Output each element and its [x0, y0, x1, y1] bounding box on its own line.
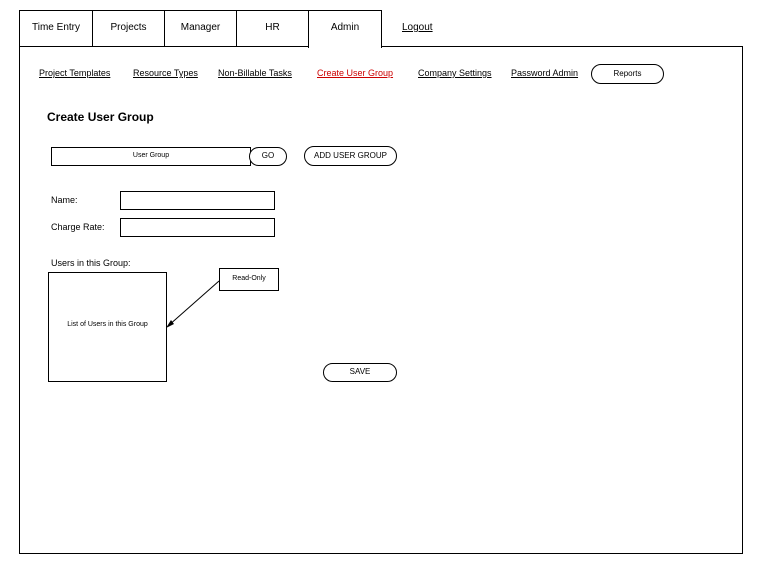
save-button[interactable]: SAVE	[323, 363, 397, 382]
subnav-non-billable-tasks[interactable]: Non-Billable Tasks	[218, 68, 292, 78]
read-only-note: Read-Only	[219, 268, 279, 291]
users-in-group-label: Users in this Group:	[51, 258, 131, 268]
name-label: Name:	[51, 195, 78, 205]
tab-manager[interactable]: Manager	[164, 10, 237, 47]
charge-rate-field[interactable]	[120, 218, 275, 237]
add-user-group-button[interactable]: ADD USER GROUP	[304, 146, 397, 166]
subnav-password-admin[interactable]: Password Admin	[511, 68, 579, 78]
user-group-select[interactable]: User Group	[51, 147, 251, 166]
tab-projects[interactable]: Projects	[92, 10, 165, 47]
subnav-company-settings[interactable]: Company Settings	[418, 68, 492, 78]
subnav-create-user-group[interactable]: Create User Group	[317, 68, 394, 78]
page-title: Create User Group	[47, 110, 154, 124]
subnav-project-templates[interactable]: Project Templates	[39, 68, 111, 78]
go-button[interactable]: GO	[249, 147, 287, 166]
logout-link[interactable]: Logout	[402, 22, 433, 33]
users-list: List of Users in this Group	[48, 272, 167, 382]
charge-rate-label: Charge Rate:	[51, 222, 105, 232]
users-list-placeholder: List of Users in this Group	[67, 321, 148, 328]
subnav-resource-types[interactable]: Resource Types	[133, 68, 198, 78]
tab-admin[interactable]: Admin	[308, 10, 382, 48]
reports-button[interactable]: Reports	[591, 64, 664, 84]
tab-time-entry[interactable]: Time Entry	[19, 10, 93, 47]
tab-hr[interactable]: HR	[236, 10, 309, 47]
name-field[interactable]	[120, 191, 275, 210]
